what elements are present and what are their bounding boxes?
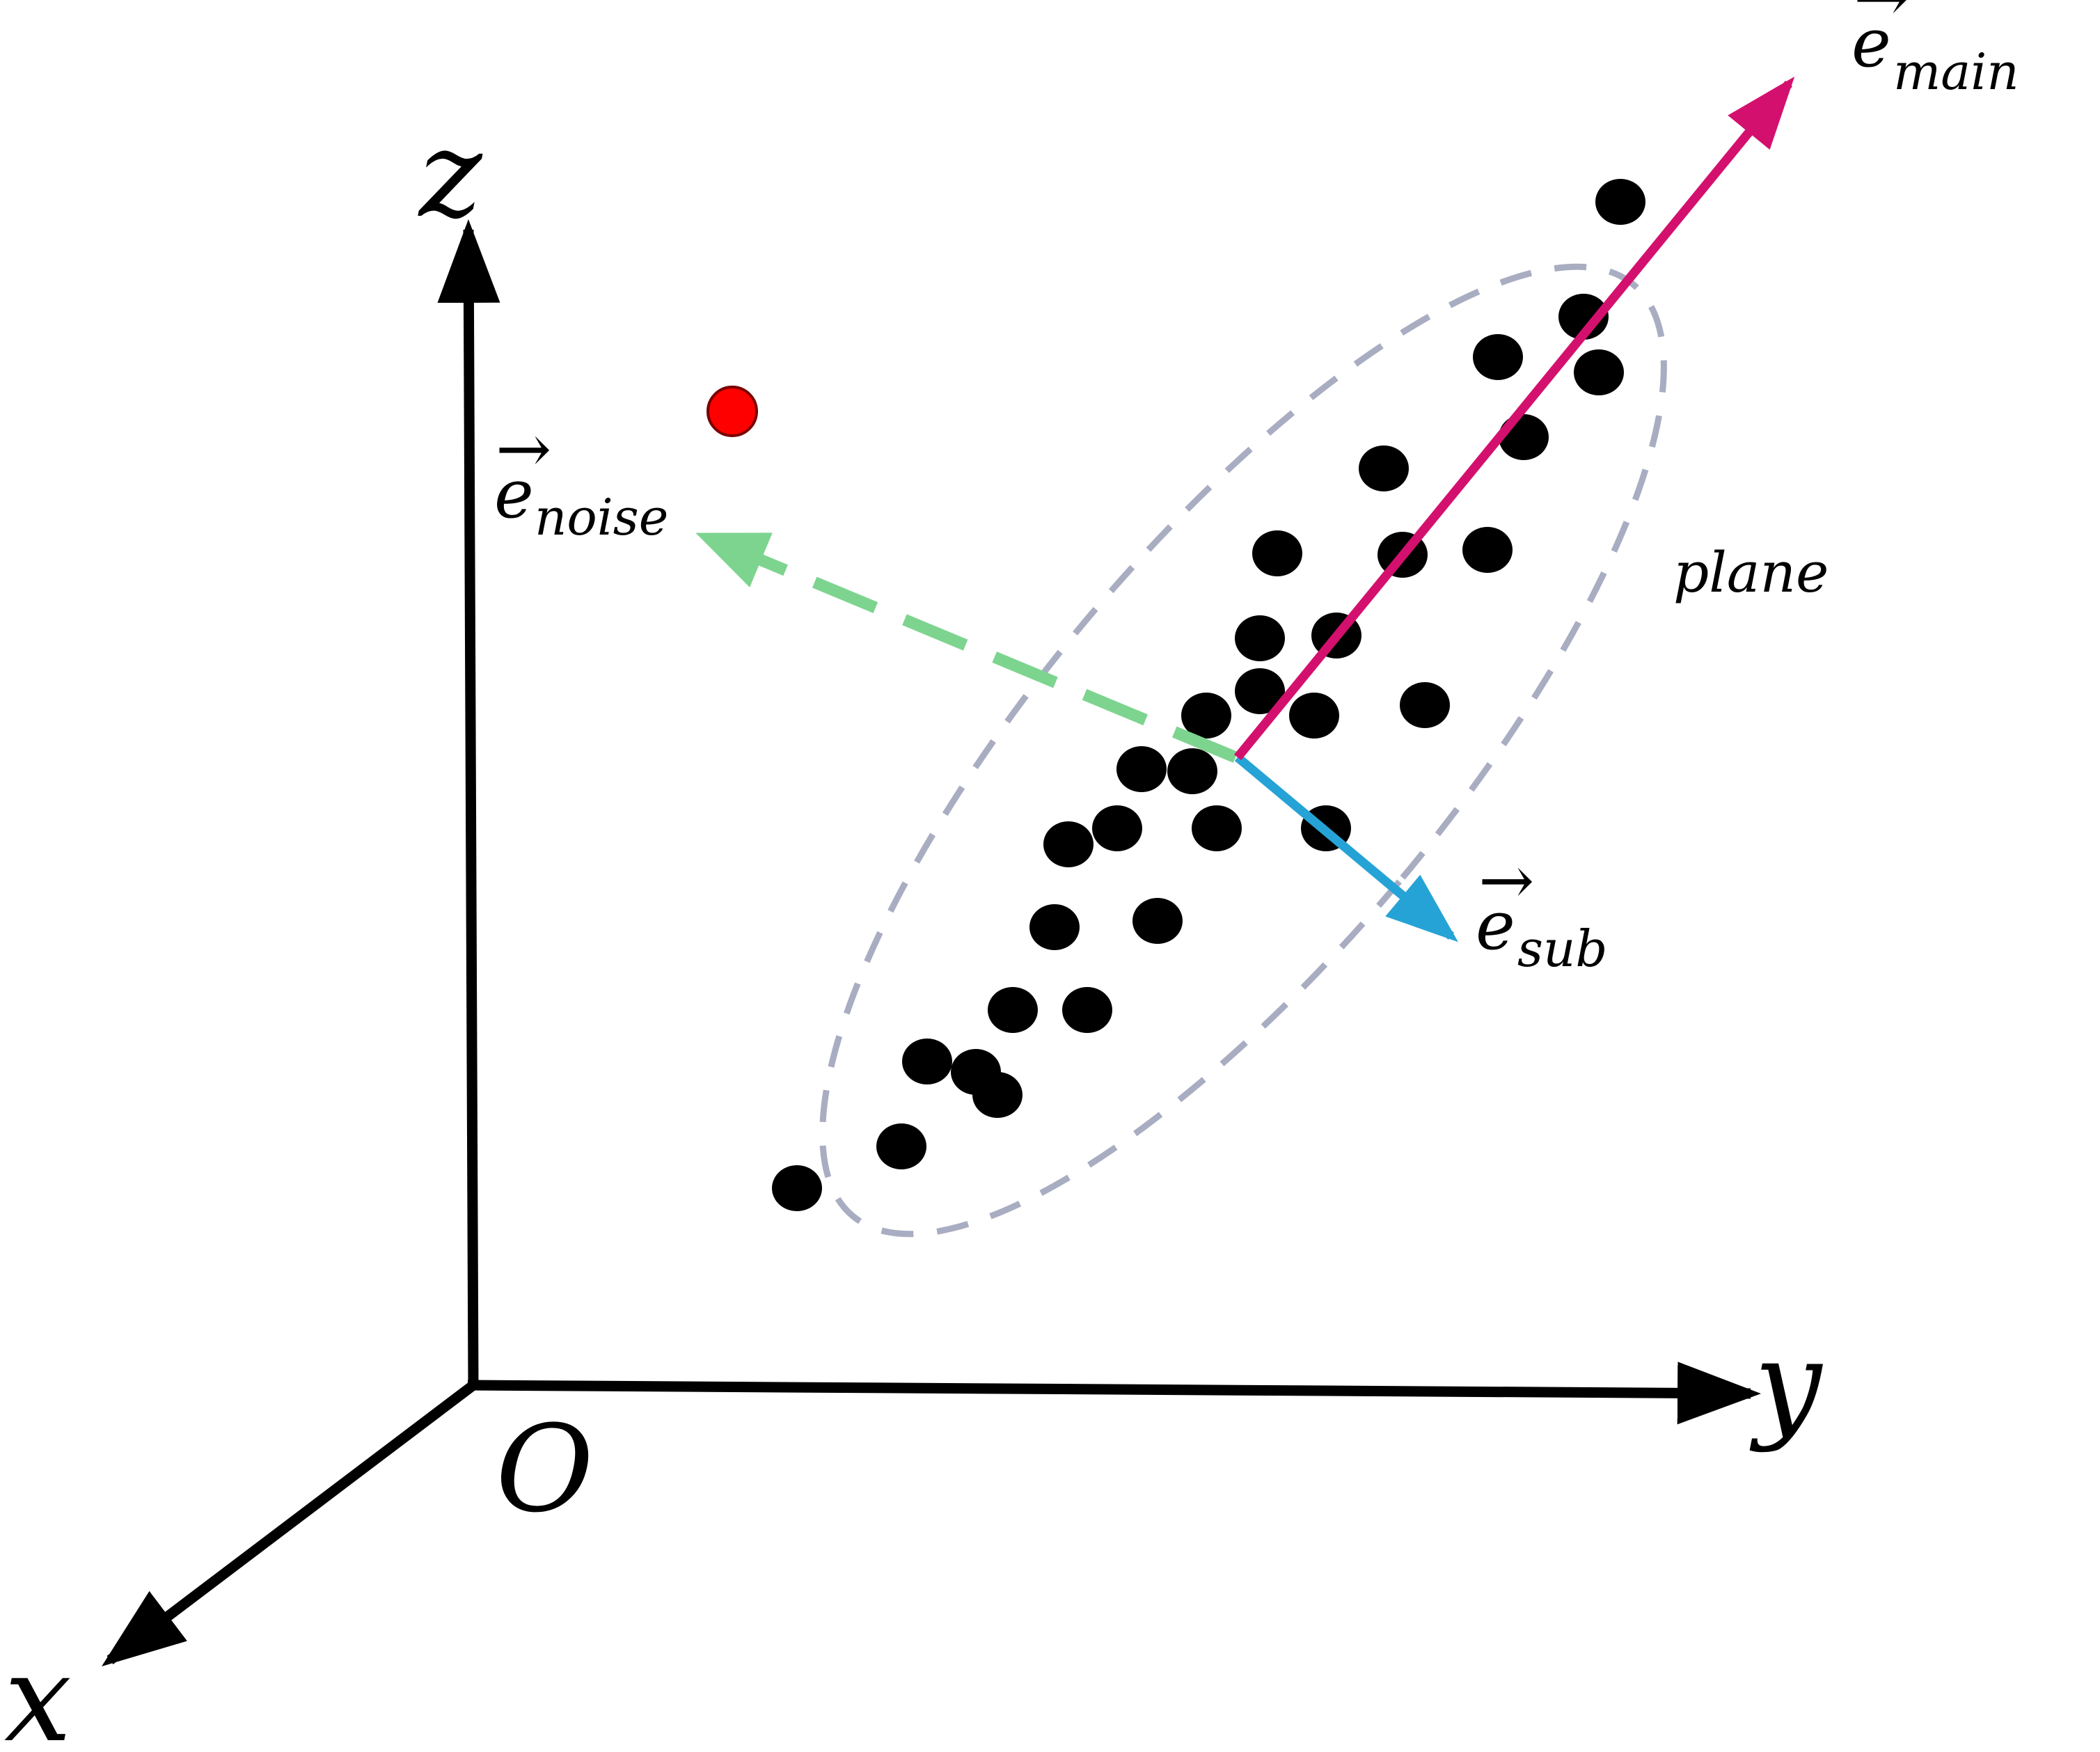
origin-label: O xyxy=(496,1399,594,1539)
noise-vector xyxy=(695,532,1238,763)
data-point xyxy=(1235,668,1285,714)
vec-base: e xyxy=(494,455,534,533)
data-point xyxy=(1116,746,1167,792)
data-point xyxy=(1558,294,1609,340)
data-point xyxy=(1043,821,1094,867)
data-point xyxy=(876,1123,926,1169)
x-axis xyxy=(102,1381,477,1667)
vec-base: e xyxy=(1476,887,1515,965)
data-point xyxy=(1132,898,1183,944)
data-point xyxy=(1252,530,1302,576)
vec-arrow: → xyxy=(1854,0,1909,37)
main-vector xyxy=(1233,76,1795,761)
data-point xyxy=(1400,682,1450,728)
data-point xyxy=(988,987,1038,1033)
vec-subscript: noise xyxy=(535,488,668,546)
data-point xyxy=(902,1039,952,1084)
axes xyxy=(102,219,1761,1667)
sub-vector-label: → e sub xyxy=(1476,842,1607,978)
data-point xyxy=(1029,904,1080,950)
data-point xyxy=(1181,693,1231,739)
main-vector-label: → e main xyxy=(1852,0,2019,101)
data-point xyxy=(1595,179,1645,225)
data-point xyxy=(1062,987,1112,1033)
data-point xyxy=(1359,445,1409,491)
data-point xyxy=(1499,414,1549,460)
data-point xyxy=(972,1072,1023,1118)
data-points xyxy=(772,179,1645,1211)
noise-vector-label: → e noise xyxy=(494,410,668,546)
data-point xyxy=(1167,748,1217,794)
data-point xyxy=(1235,615,1285,661)
x-axis-label: x xyxy=(4,1629,72,1752)
sub-vector xyxy=(1234,754,1458,942)
data-point xyxy=(1192,805,1242,851)
y-axis-label: y xyxy=(1749,1314,1823,1454)
outlier-point xyxy=(706,386,758,437)
data-point xyxy=(1289,693,1339,739)
data-point xyxy=(772,1165,822,1211)
data-point xyxy=(1462,527,1513,573)
vec-arrow: → xyxy=(1478,842,1534,920)
z-axis-label: z xyxy=(418,104,483,244)
vec-base: e xyxy=(1852,4,1891,82)
data-point xyxy=(1092,805,1142,851)
plane-label: plane xyxy=(1673,540,1829,605)
z-axis xyxy=(437,219,500,1386)
data-point xyxy=(1473,334,1523,380)
vec-subscript: main xyxy=(1893,42,2019,101)
vec-subscript: sub xyxy=(1517,920,1607,978)
y-axis xyxy=(467,1362,1761,1425)
vec-arrow: → xyxy=(496,410,551,488)
data-point xyxy=(1574,349,1624,395)
